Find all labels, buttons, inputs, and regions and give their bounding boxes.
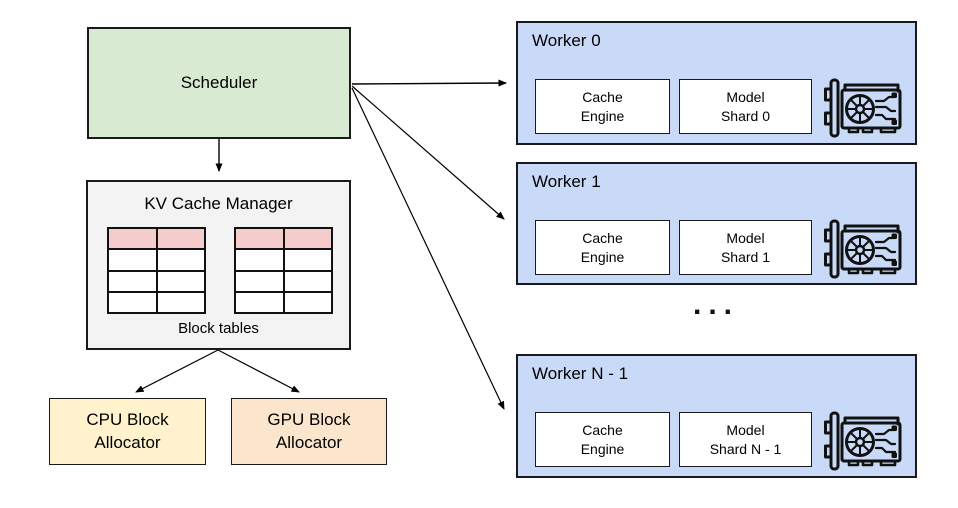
kv-cache-manager-box: KV Cache Manager Block tables — [86, 180, 351, 350]
model-shard-line1: Model — [726, 422, 765, 439]
cache-engine-box: Cache Engine — [535, 412, 670, 467]
cache-engine-line1: Cache — [582, 422, 623, 439]
block-table-right — [234, 227, 333, 314]
gpu-allocator-line1: GPU Block — [267, 409, 351, 429]
cache-engine-line1: Cache — [582, 230, 623, 247]
cache-engine-line2: Engine — [580, 440, 625, 457]
cpu-allocator-line2: Allocator — [94, 432, 161, 452]
cpu-block-allocator-label: CPU Block Allocator — [86, 409, 168, 455]
table-cell — [108, 228, 157, 250]
gpu-allocator-line2: Allocator — [275, 432, 343, 452]
cpu-allocator-line1: CPU Block — [86, 409, 169, 429]
table-cell — [235, 291, 284, 313]
block-tables-caption: Block tables — [178, 320, 259, 337]
cache-engine-box: Cache Engine — [535, 79, 670, 134]
model-shard-box: Model Shard N - 1 — [679, 412, 812, 467]
gpu-block-allocator-box: GPU Block Allocator — [231, 398, 387, 465]
workers-ellipsis: ... — [692, 288, 739, 321]
scheduler-label: Scheduler — [180, 73, 258, 92]
model-shard-box: Model Shard 1 — [679, 220, 812, 275]
worker-box: Worker 1 Cache Engine Model Shard 1 — [516, 162, 917, 285]
cache-engine-line1: Cache — [582, 89, 623, 106]
table-cell — [156, 291, 205, 313]
table-cell — [235, 270, 284, 292]
table-cell — [156, 270, 205, 292]
table-cell — [108, 249, 157, 271]
cache-engine-line2: Engine — [580, 248, 625, 265]
table-cell — [108, 270, 157, 292]
block-table-left — [107, 227, 206, 314]
cache-engine-box: Cache Engine — [535, 220, 670, 275]
cache-engine-line2: Engine — [580, 107, 625, 124]
table-cell — [283, 228, 332, 250]
gpu-card-icon — [823, 410, 907, 474]
table-cell — [283, 270, 332, 292]
table-cell — [156, 228, 205, 250]
gpu-block-allocator-label: GPU Block Allocator — [267, 409, 350, 455]
model-shard-line2: Shard 0 — [720, 107, 771, 124]
scheduler-box: Scheduler — [87, 27, 351, 139]
table-cell — [283, 249, 332, 271]
worker-box: Worker 0 Cache Engine Model Shard 0 — [516, 21, 917, 145]
table-cell — [235, 249, 284, 271]
table-cell — [156, 249, 205, 271]
table-cell — [235, 228, 284, 250]
gpu-card-icon — [823, 77, 907, 141]
worker-title: Worker 1 — [532, 172, 601, 191]
model-shard-line2: Shard 1 — [720, 248, 771, 265]
cpu-block-allocator-box: CPU Block Allocator — [49, 398, 206, 465]
gpu-card-icon — [823, 218, 907, 282]
table-cell — [108, 291, 157, 313]
table-cell — [283, 291, 332, 313]
model-shard-line1: Model — [726, 230, 765, 247]
model-shard-line1: Model — [726, 89, 765, 106]
model-shard-line2: Shard N - 1 — [709, 440, 782, 457]
kv-cache-manager-title: KV Cache Manager — [144, 194, 293, 213]
worker-box: Worker N - 1 Cache Engine Model Shard N … — [516, 354, 917, 478]
worker-title: Worker 0 — [532, 31, 601, 50]
model-shard-box: Model Shard 0 — [679, 79, 812, 134]
worker-title: Worker N - 1 — [532, 364, 629, 383]
